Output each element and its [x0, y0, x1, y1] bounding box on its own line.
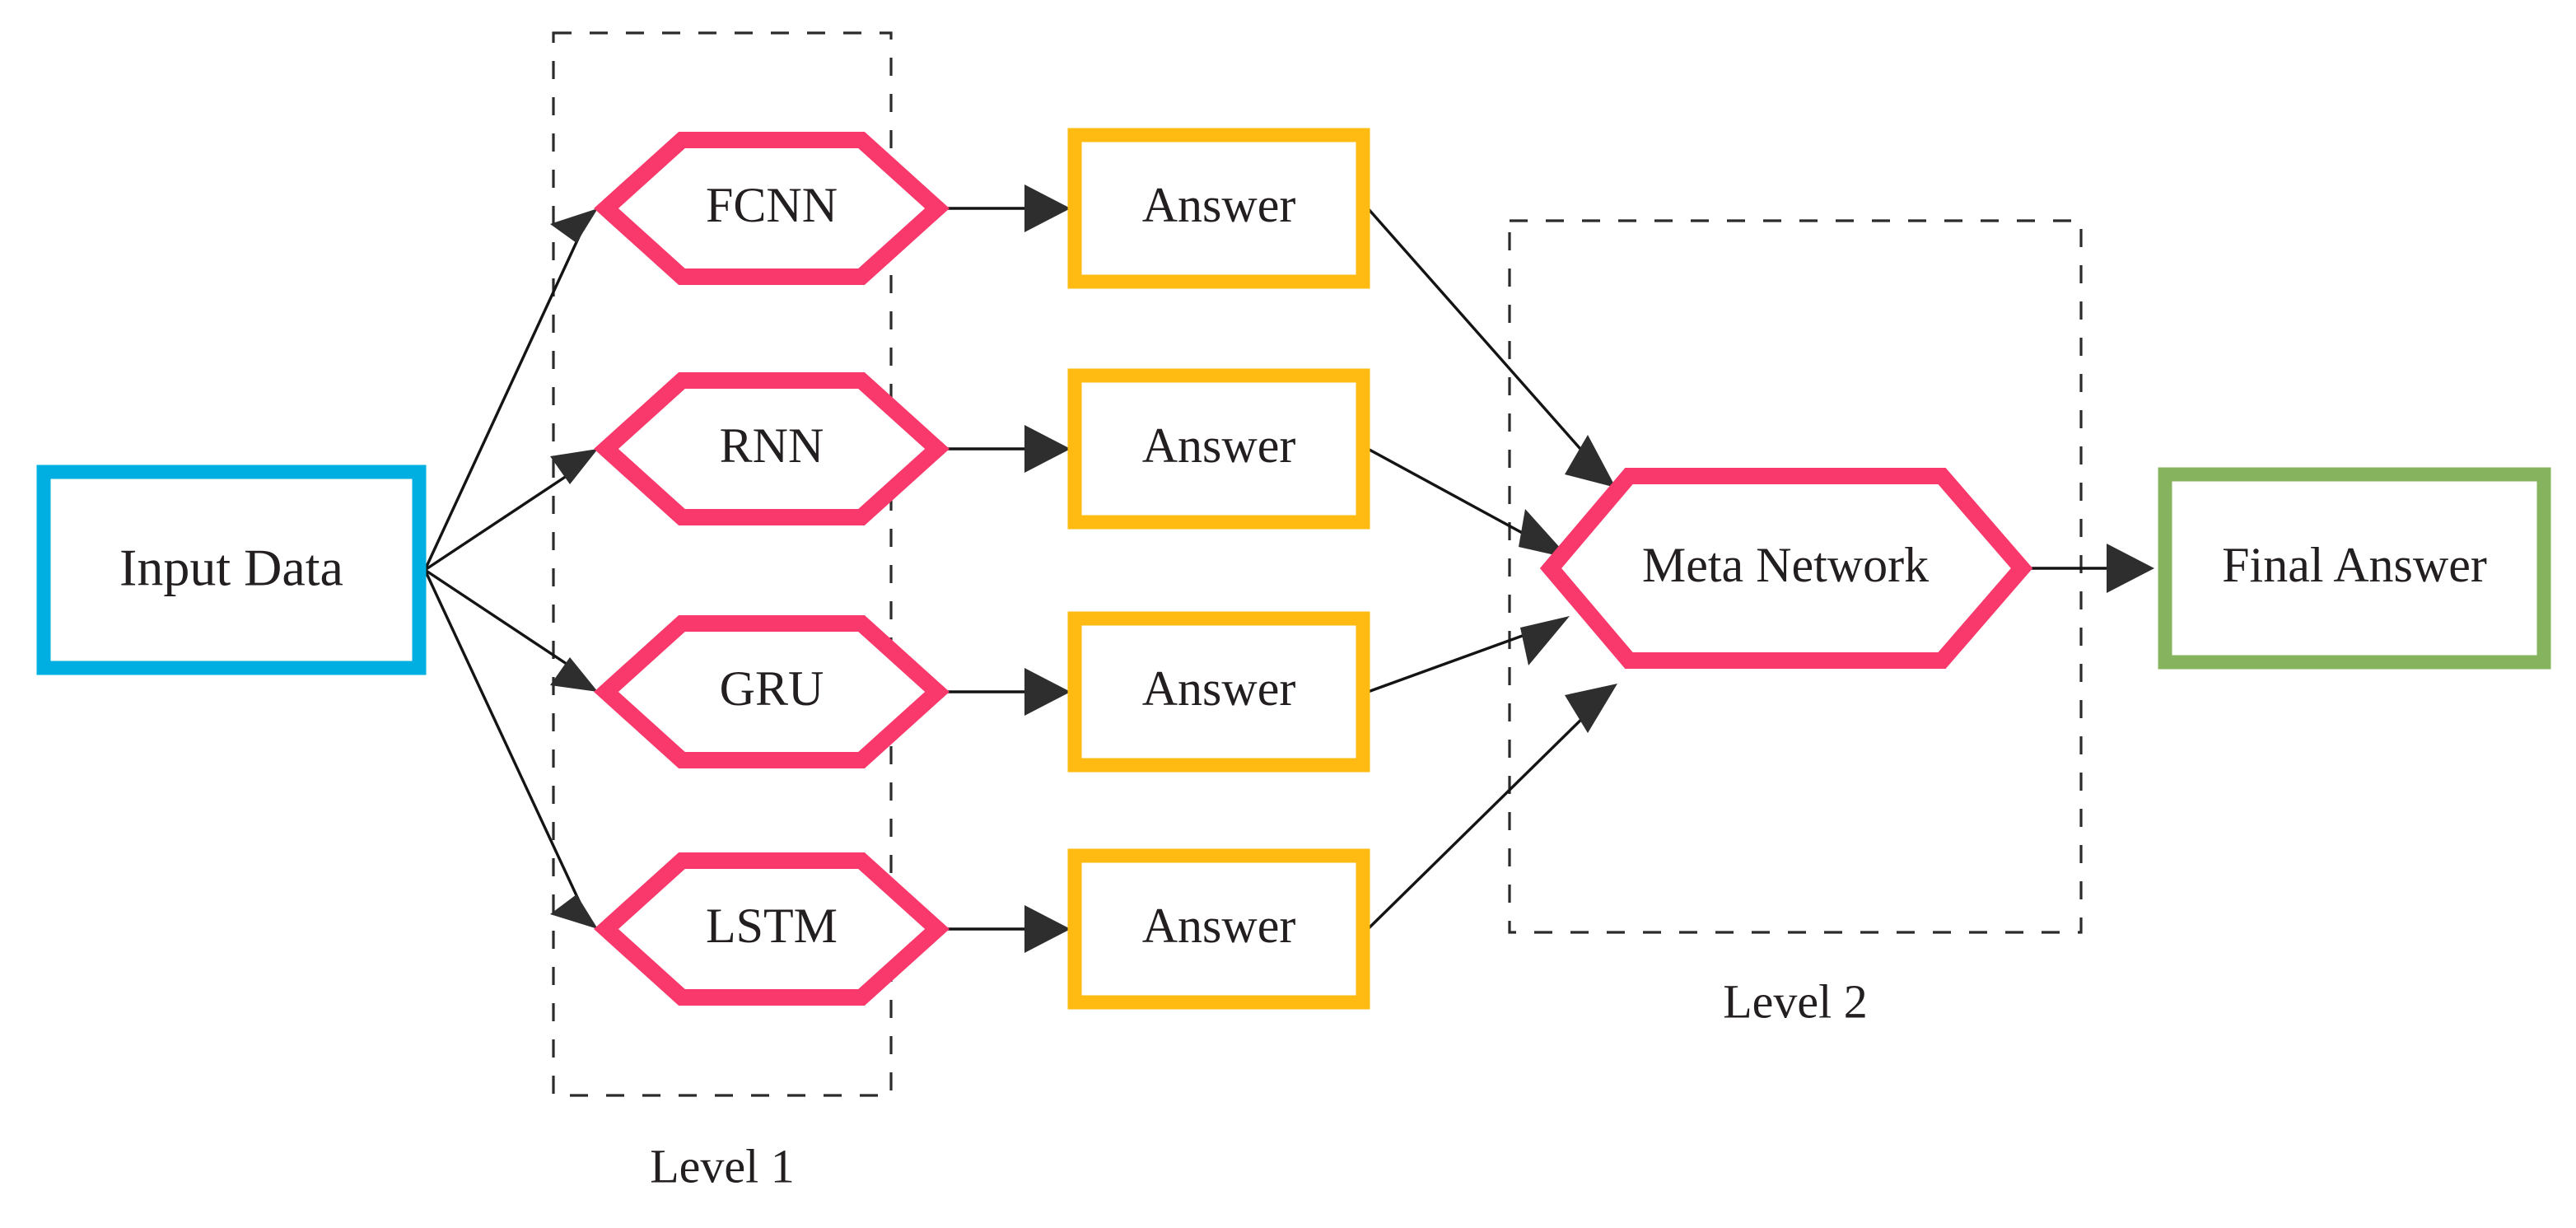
edge-input-rnn: [424, 465, 582, 572]
node-answer-4[interactable]: Answer: [1067, 848, 1370, 1010]
edge-answer2-meta: [1367, 447, 1546, 547]
group-label-level-1: Level 1: [650, 1139, 795, 1193]
group-box-level-2: [1508, 219, 2083, 934]
meta-network-hexagon[interactable]: [1539, 468, 2033, 669]
lstm-label: LSTM: [706, 899, 838, 953]
answer-label-3: Answer: [1142, 661, 1296, 716]
edge-input-gru: [424, 568, 582, 675]
edges-answers-to-meta: [1366, 207, 1617, 931]
group-box-level-1: [552, 31, 893, 1097]
arrowhead-input-lstm: [550, 894, 598, 929]
node-answer-1[interactable]: Answer: [1067, 128, 1370, 289]
arrowhead-lstm-answer: [1024, 905, 1071, 953]
final-answer-label: Final Answer: [2222, 538, 2487, 592]
final-answer-box[interactable]: [2158, 467, 2551, 670]
node-input-data[interactable]: Input Data: [36, 465, 427, 675]
arrowhead-gru-answer: [1024, 668, 1071, 716]
arrowhead-answer2-meta: [1519, 509, 1570, 558]
edge-meta-to-final: [2026, 544, 2154, 593]
input-data-box[interactable]: [36, 465, 427, 675]
fcnn-label: FCNN: [706, 178, 838, 232]
node-lstm[interactable]: LSTM: [594, 852, 950, 1006]
arrowhead-fcnn-answer: [1024, 184, 1071, 232]
meta-network-label: Meta Network: [1642, 538, 1929, 592]
node-fcnn[interactable]: FCNN: [594, 132, 950, 285]
group-label-level-2: Level 2: [1723, 974, 1868, 1028]
arrowhead-answer1-meta: [1565, 435, 1616, 488]
node-gru[interactable]: GRU: [594, 615, 950, 768]
answer-label-4: Answer: [1142, 899, 1296, 953]
arrowhead-answer4-meta: [1565, 684, 1617, 733]
arrowhead-meta-final: [2107, 544, 2154, 593]
gru-label: GRU: [720, 661, 824, 716]
fcnn-hexagon[interactable]: [594, 132, 950, 285]
answer-label-1: Answer: [1142, 178, 1296, 232]
node-final-answer[interactable]: Final Answer: [2158, 467, 2551, 670]
arrowhead-input-fcnn: [550, 208, 598, 243]
answer-box-3[interactable]: [1067, 611, 1370, 773]
rnn-hexagon[interactable]: [594, 372, 950, 525]
answer-box-1[interactable]: [1067, 128, 1370, 289]
answer-box-2[interactable]: [1067, 368, 1370, 530]
arrowhead-input-rnn: [550, 449, 598, 484]
lstm-hexagon[interactable]: [594, 852, 950, 1006]
rnn-label: RNN: [720, 418, 824, 473]
edge-answer4-meta: [1366, 705, 1596, 931]
edges-models-to-answers: [945, 184, 1071, 953]
answer-box-4[interactable]: [1067, 848, 1370, 1010]
edge-answer3-meta: [1367, 626, 1546, 693]
edges-input-to-models: [423, 208, 598, 929]
input-data-label: Input Data: [119, 539, 343, 597]
edge-answer1-meta: [1366, 207, 1594, 465]
node-rnn[interactable]: RNN: [594, 372, 950, 525]
arrowhead-rnn-answer: [1024, 425, 1071, 473]
edge-input-fcnn: [423, 220, 588, 571]
gru-hexagon[interactable]: [594, 615, 950, 768]
node-answer-3[interactable]: Answer: [1067, 611, 1370, 773]
edge-input-lstm: [423, 569, 588, 917]
node-meta-network[interactable]: Meta Network: [1539, 468, 2033, 669]
arrowhead-answer3-meta: [1520, 616, 1570, 665]
node-answer-2[interactable]: Answer: [1067, 368, 1370, 530]
answer-label-2: Answer: [1142, 418, 1296, 473]
arrowhead-input-gru: [550, 657, 598, 692]
